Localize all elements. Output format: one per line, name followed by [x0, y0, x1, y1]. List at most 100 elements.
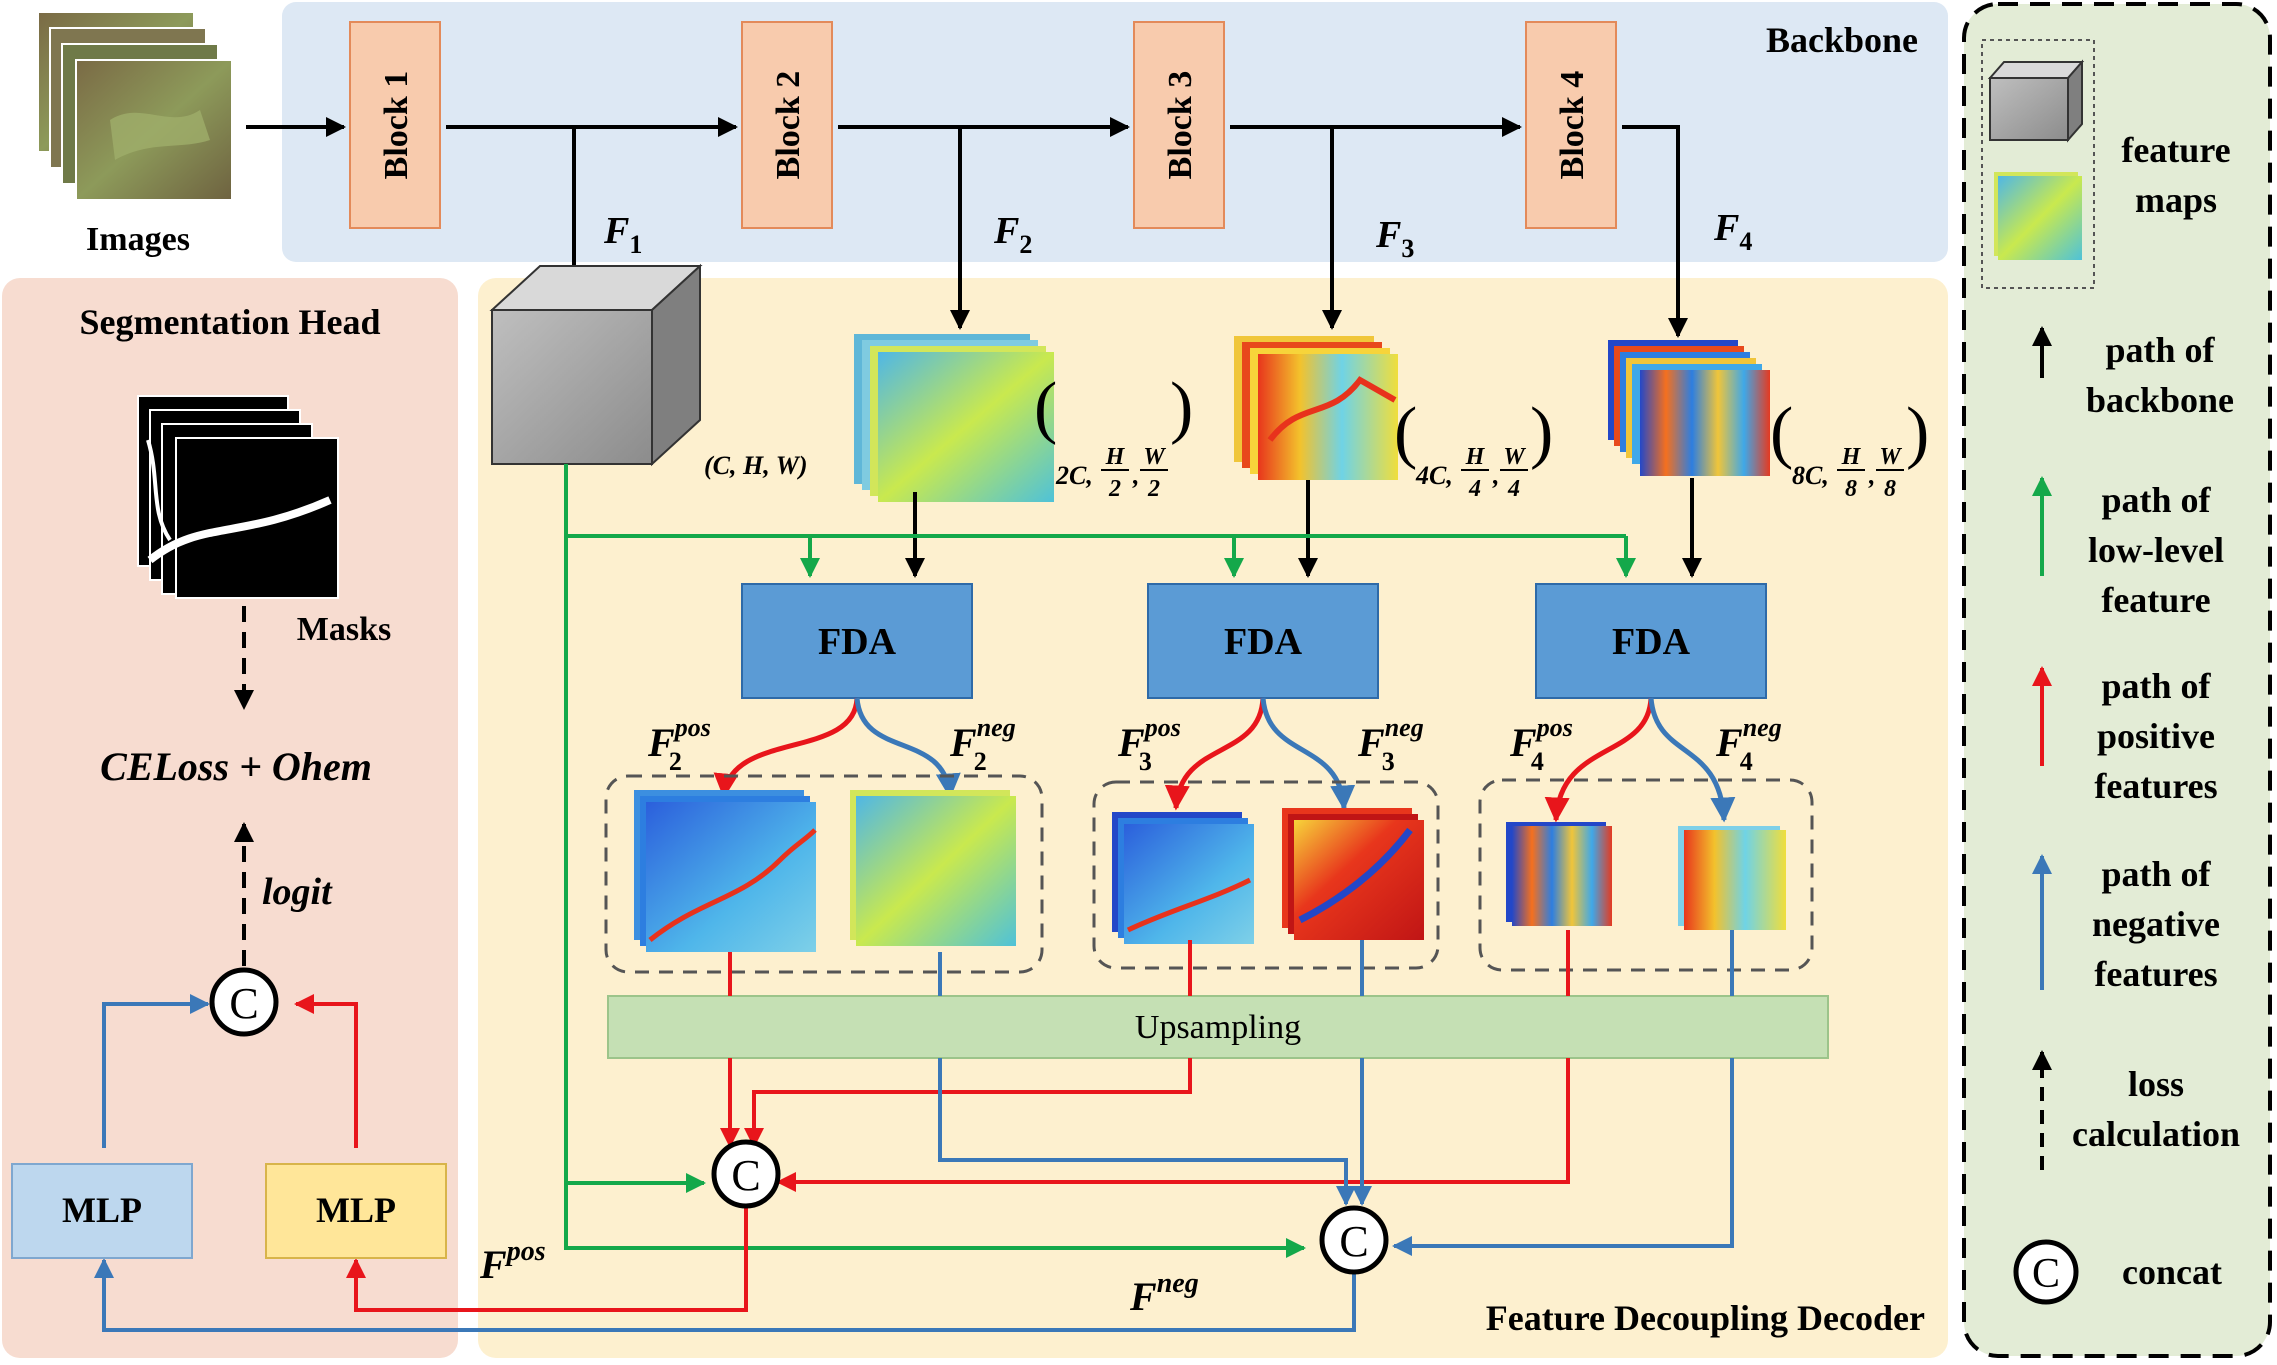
mlp-left: MLP	[11, 1163, 193, 1259]
block-3-label: Block 3	[1162, 71, 1199, 180]
svg-text:positive: positive	[2097, 716, 2215, 756]
logit-label: logit	[262, 871, 333, 913]
svg-text:features: features	[2094, 954, 2217, 994]
feature-label-f4: F4	[1713, 207, 1752, 256]
block-3: Block 3	[1133, 21, 1225, 229]
svg-text:,: ,	[1132, 461, 1140, 490]
decoupled-group-3	[1478, 778, 1814, 972]
svg-text:maps: maps	[2135, 180, 2217, 220]
svg-text:path of: path of	[2101, 854, 2211, 894]
legend-low-level-path: path of low-level feature	[2032, 476, 2224, 620]
seghead-title: Segmentation Head	[80, 302, 381, 342]
legend-backbone-path: path of backbone	[2032, 326, 2234, 420]
block-1: Block 1	[349, 21, 441, 229]
svg-text:negative: negative	[2092, 904, 2220, 944]
f4-feature-stack	[1608, 340, 1770, 476]
svg-text:8: 8	[1845, 476, 1857, 502]
svg-text:W: W	[1879, 444, 1902, 470]
svg-text:C: C	[229, 979, 258, 1028]
dim-f4: ( 8C, H 8 , W 8 )	[1770, 394, 1929, 502]
svg-text:features: features	[2094, 766, 2217, 806]
svg-text:H: H	[1465, 444, 1486, 470]
svg-text:FDA: FDA	[818, 621, 897, 663]
input-images-stack	[37, 11, 233, 201]
svg-text:H: H	[1105, 444, 1126, 470]
backbone-title: Backbone	[1766, 20, 1918, 60]
decoupled-group-1	[604, 774, 1044, 974]
mlp-right: MLP	[265, 1163, 447, 1259]
legend-loss-path: loss calculation	[2032, 1050, 2240, 1170]
decoder-title: Feature Decoupling Decoder	[1486, 1298, 1925, 1338]
f3-feature-stack	[1234, 336, 1398, 480]
svg-text:feature: feature	[2121, 130, 2230, 170]
svg-text:2: 2	[1108, 476, 1121, 502]
feature-label-f2: F2	[993, 210, 1032, 259]
images-label: Images	[86, 221, 190, 258]
svg-text:backbone: backbone	[2086, 380, 2234, 420]
upsampling-bar: Upsampling	[607, 995, 1829, 1059]
f1-cube	[489, 263, 703, 467]
svg-text:feature: feature	[2101, 580, 2210, 620]
dim-f3: ( 4C, H 4 , W 4 )	[1394, 394, 1553, 502]
seghead-region	[2, 278, 458, 1358]
dim-f1: (C, H, W)	[704, 451, 808, 480]
svg-text:path of: path of	[2105, 330, 2215, 370]
backbone-arrows	[246, 117, 1688, 338]
svg-text:MLP: MLP	[316, 1190, 396, 1230]
low-level-path	[564, 464, 1636, 1258]
svg-text:Upsampling: Upsampling	[1135, 1009, 1301, 1046]
concat-node-neg: C	[1319, 1205, 1389, 1275]
svg-text:concat: concat	[2122, 1252, 2222, 1292]
svg-text:4: 4	[1507, 476, 1520, 502]
svg-text:,: ,	[1868, 461, 1876, 490]
block-4: Block 4	[1525, 21, 1617, 229]
svg-text:C: C	[1339, 1217, 1368, 1266]
block-2: Block 2	[741, 21, 833, 229]
dim-f2: ( 2C, H 2 , W 2 )	[1034, 369, 1193, 502]
svg-text:FDA: FDA	[1224, 621, 1303, 663]
loss-label: CELoss + Ohem	[100, 744, 372, 789]
svg-text:): )	[1170, 369, 1193, 446]
concat-node-pos: C	[711, 1139, 781, 1209]
fda-block-1: FDA	[741, 583, 973, 699]
backbone-region	[282, 2, 1948, 262]
legend-feature-maps: feature maps	[1981, 39, 2231, 289]
svg-text:C: C	[731, 1151, 760, 1200]
svg-text:C: C	[2032, 1251, 2060, 1297]
svg-text:path of: path of	[2101, 666, 2211, 706]
svg-text:W: W	[1503, 444, 1526, 470]
svg-text:4: 4	[1468, 476, 1481, 502]
masks-stack	[137, 395, 339, 599]
svg-text:MLP: MLP	[62, 1190, 142, 1230]
positive-paths	[294, 930, 1570, 1312]
svg-text:4C,: 4C,	[1415, 461, 1453, 490]
svg-text:(: (	[1394, 394, 1417, 471]
decoupled-group-2	[1092, 780, 1440, 970]
masks-label: Masks	[297, 611, 391, 648]
legend-concat: C concat	[2013, 1239, 2222, 1305]
legend-positive-path: path of positive features	[2032, 666, 2218, 806]
feature-label-f1: F1	[603, 210, 642, 259]
block-1-label: Block 1	[378, 71, 415, 180]
svg-text:calculation: calculation	[2072, 1114, 2240, 1154]
svg-text:2: 2	[1147, 476, 1160, 502]
svg-text:(: (	[1034, 369, 1057, 446]
f2-feature-stack	[854, 334, 1054, 502]
fda-block-2: FDA	[1147, 583, 1379, 699]
concat-node-logit: C	[209, 967, 279, 1037]
feature-label-f3: F3	[1375, 214, 1414, 263]
svg-text:path of: path of	[2101, 480, 2211, 520]
svg-text:8C,: 8C,	[1792, 461, 1829, 490]
svg-text:(: (	[1770, 394, 1793, 471]
svg-text:W: W	[1143, 444, 1166, 470]
svg-text:loss: loss	[2128, 1064, 2184, 1104]
negative-paths	[94, 930, 1734, 1332]
